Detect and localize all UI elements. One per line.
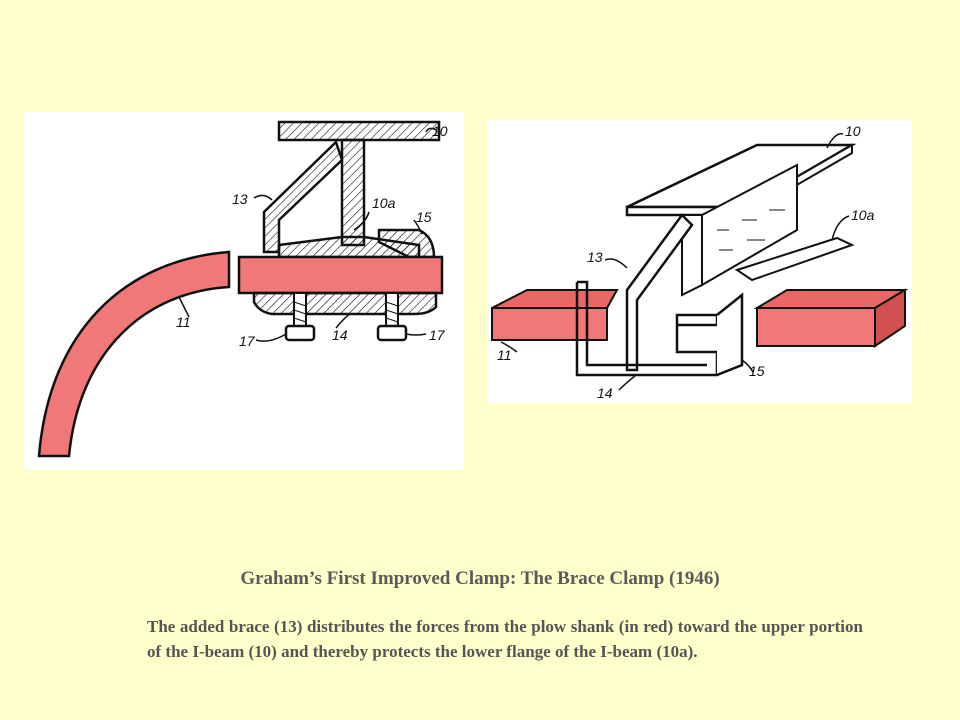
label-plate: 14 (332, 327, 348, 343)
label-plate: 14 (597, 385, 613, 401)
cross-section-drawing: 10 13 10a 15 11 17 14 17 (37, 120, 448, 458)
clamp-plate (252, 291, 438, 316)
perspective-figure: 10 10a 13 11 15 14 (487, 120, 912, 403)
plow-shank-right-face (756, 307, 876, 347)
label-beam: 10 (845, 123, 861, 139)
plow-shank-left-face (491, 307, 608, 341)
caption-title: Graham’s First Improved Clamp: The Brace… (240, 568, 720, 589)
bolt-right (376, 292, 408, 342)
label-brace: 13 (232, 191, 248, 207)
clip (716, 292, 744, 377)
label-beam: 10 (432, 123, 448, 139)
label-clip: 15 (749, 363, 765, 379)
label-lower-flange: 10a (851, 207, 875, 223)
bolt-left (284, 292, 316, 342)
ibeam-top-flange (277, 120, 441, 142)
label-bolt-right: 17 (429, 327, 446, 343)
label-shank: 11 (176, 314, 191, 330)
brace (262, 139, 344, 254)
leader-lines (500, 133, 850, 391)
label-shank: 11 (497, 347, 512, 363)
brace (625, 213, 694, 372)
cross-section-figure: 10 13 10a 15 11 17 14 17 (24, 112, 464, 470)
label-bolt-left: 17 (239, 333, 256, 349)
ibeam-lower-flange (734, 236, 855, 282)
plow-shank-curve (37, 250, 231, 458)
plow-shank-left (491, 289, 619, 309)
label-lower-flange: 10a (372, 195, 396, 211)
label-brace: 13 (587, 249, 603, 265)
plow-shank-bar (237, 255, 444, 295)
caption-body: The added brace (13) distributes the for… (147, 617, 863, 661)
clamp-channel (575, 280, 719, 377)
ibeam-web (340, 138, 366, 247)
label-clip: 15 (416, 209, 432, 225)
perspective-drawing: 10 10a 13 11 15 14 (491, 123, 909, 401)
leader-lines (178, 127, 437, 342)
